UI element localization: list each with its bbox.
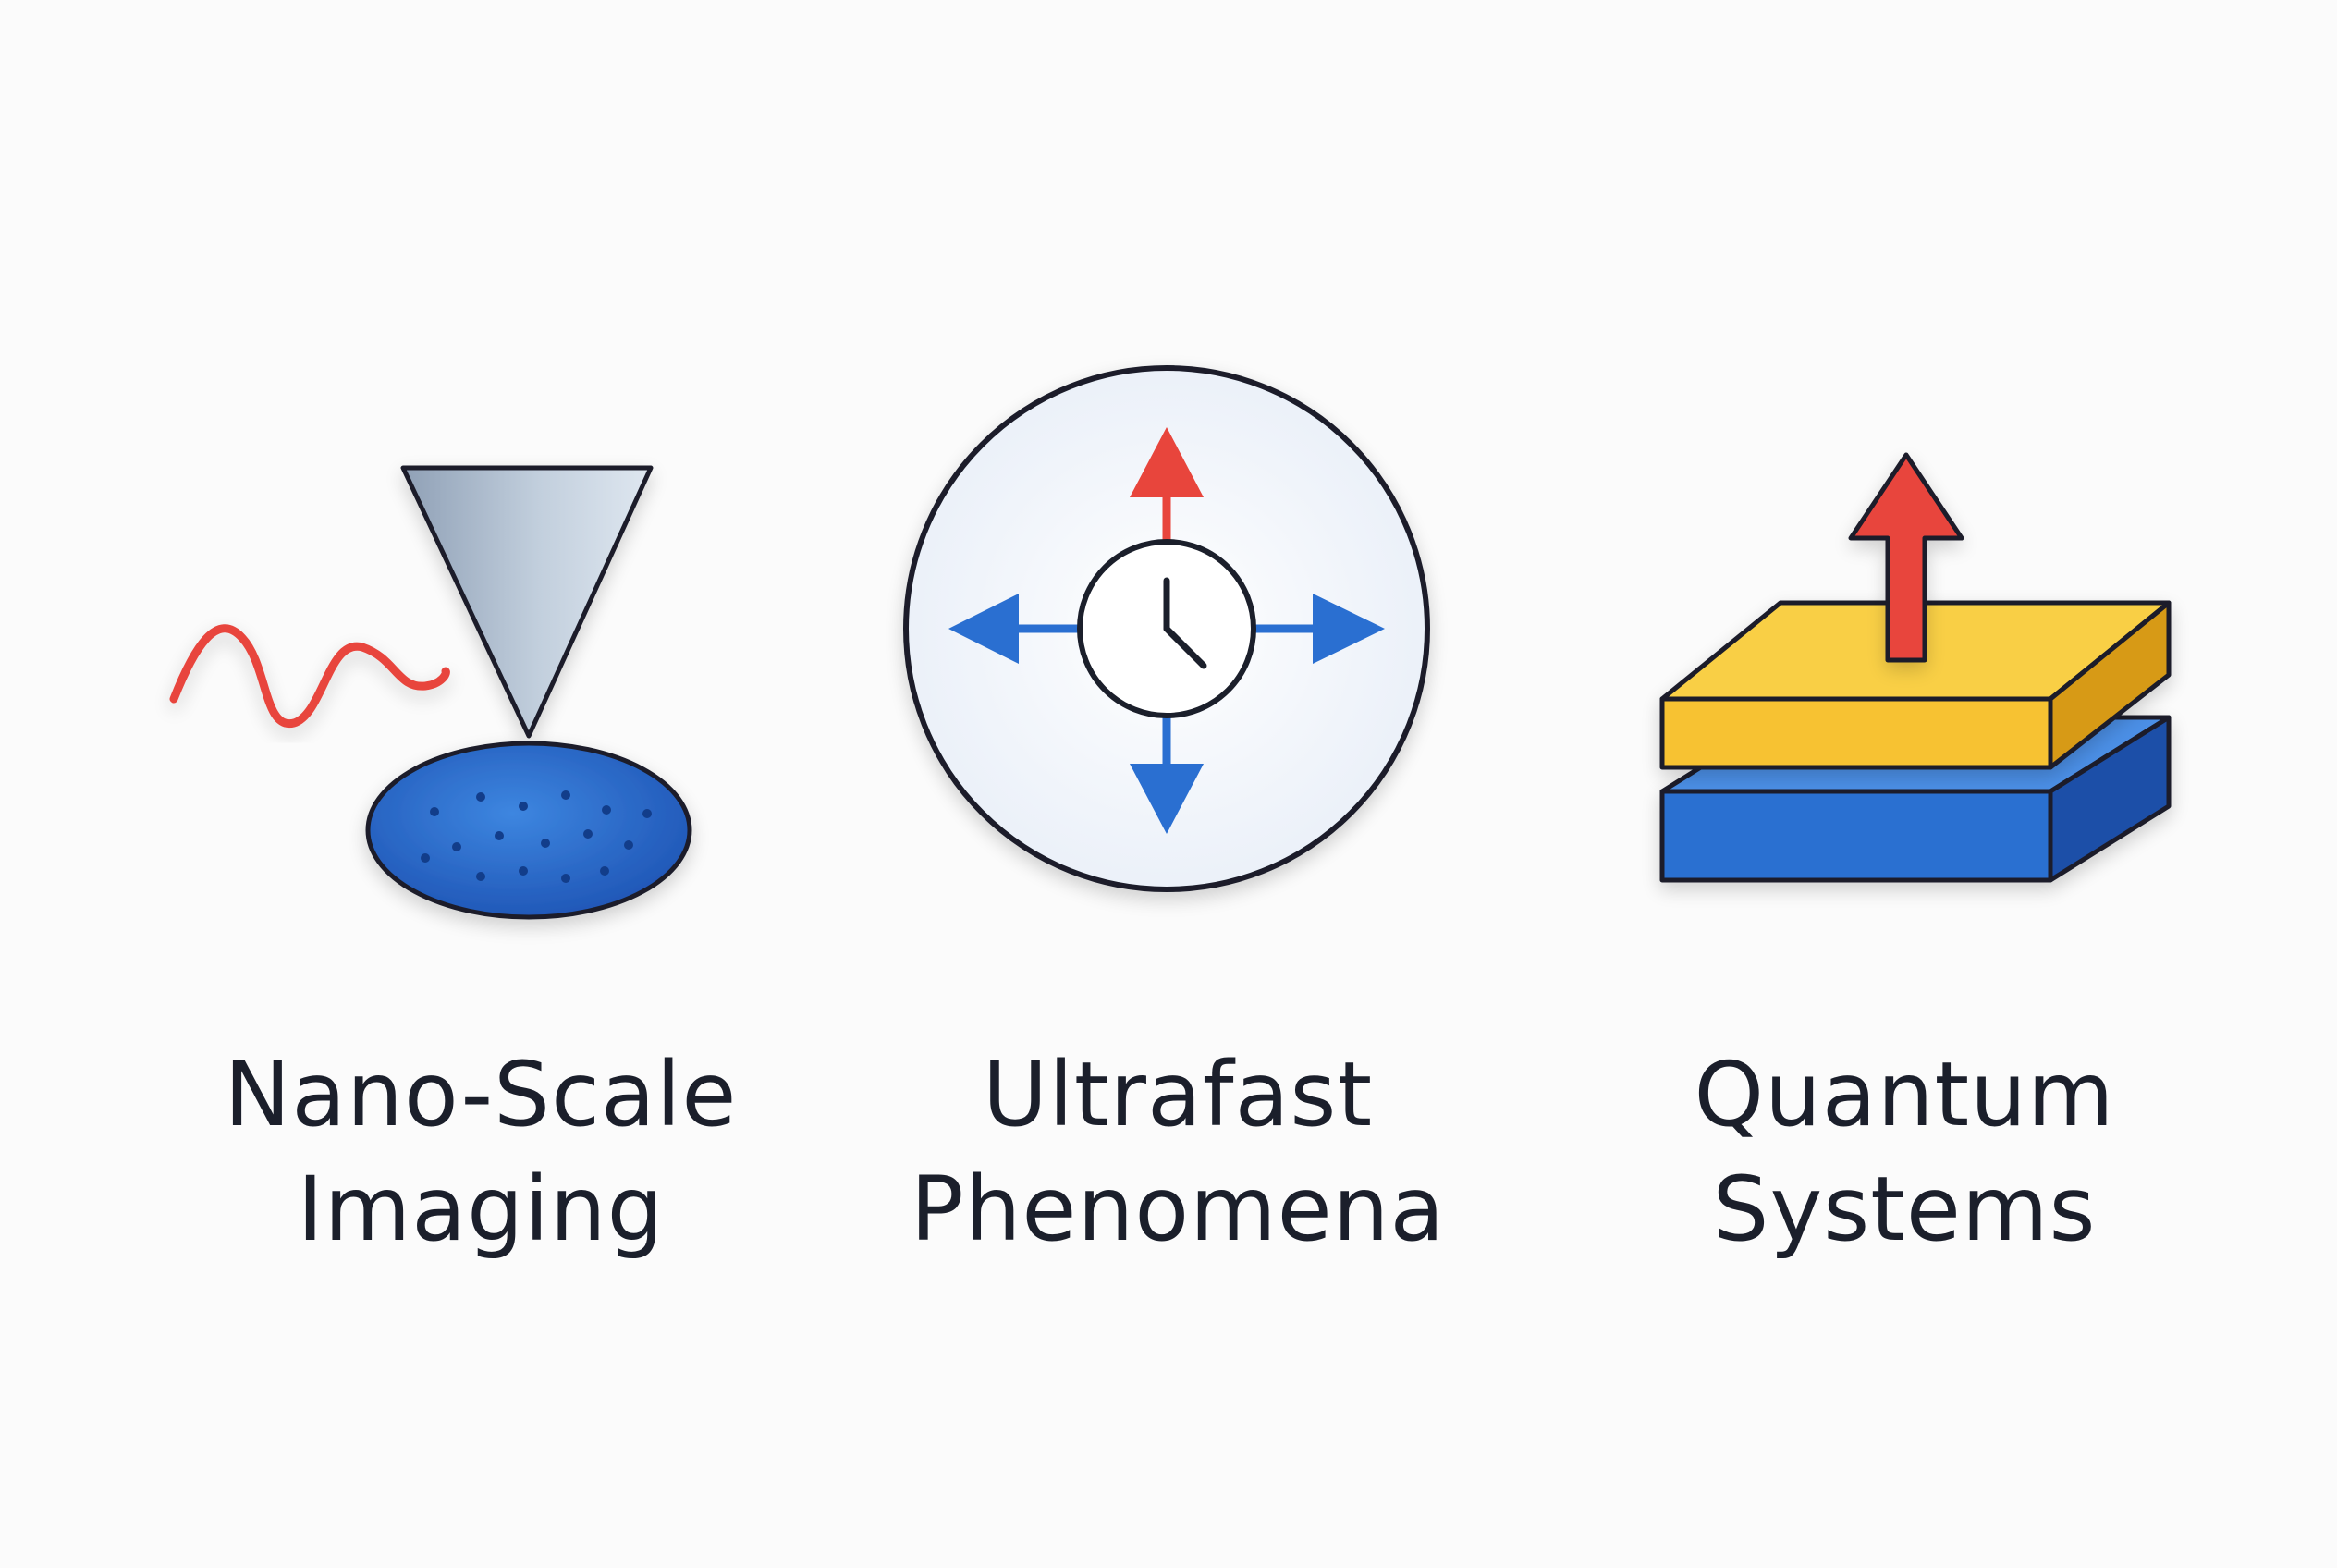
probe-tip-over-sample-icon bbox=[169, 465, 692, 920]
label-line: Systems bbox=[1712, 1158, 2097, 1261]
label-line: Nano-Scale bbox=[224, 1043, 738, 1146]
arrow-right-icon bbox=[1255, 594, 1385, 664]
label-line: Phenomena bbox=[910, 1158, 1446, 1261]
label-line: Ultrafast bbox=[982, 1043, 1374, 1146]
label-line: Quantum bbox=[1694, 1043, 2115, 1146]
sample-ellipse-icon bbox=[365, 741, 692, 920]
label-line: Imaging bbox=[297, 1158, 665, 1261]
arrow-left-icon bbox=[948, 594, 1078, 664]
arrow-up-icon bbox=[1130, 427, 1204, 540]
label-ultrafast-phenomena: Ultrafast Phenomena bbox=[826, 1037, 1529, 1267]
arrow-down-icon bbox=[1130, 717, 1204, 834]
label-quantum-systems: Quantum Systems bbox=[1553, 1037, 2256, 1267]
stacked-layers-arrow-icon bbox=[1659, 452, 2172, 883]
probe-tip-icon bbox=[400, 465, 654, 739]
light-wave-icon bbox=[169, 624, 450, 729]
clock-with-arrows-icon bbox=[903, 365, 1430, 892]
clock-icon bbox=[1077, 539, 1256, 718]
label-nano-scale-imaging: Nano-Scale Imaging bbox=[129, 1037, 832, 1267]
sample-dots-icon bbox=[421, 790, 652, 883]
arrow-up-red-icon bbox=[1848, 452, 1964, 663]
